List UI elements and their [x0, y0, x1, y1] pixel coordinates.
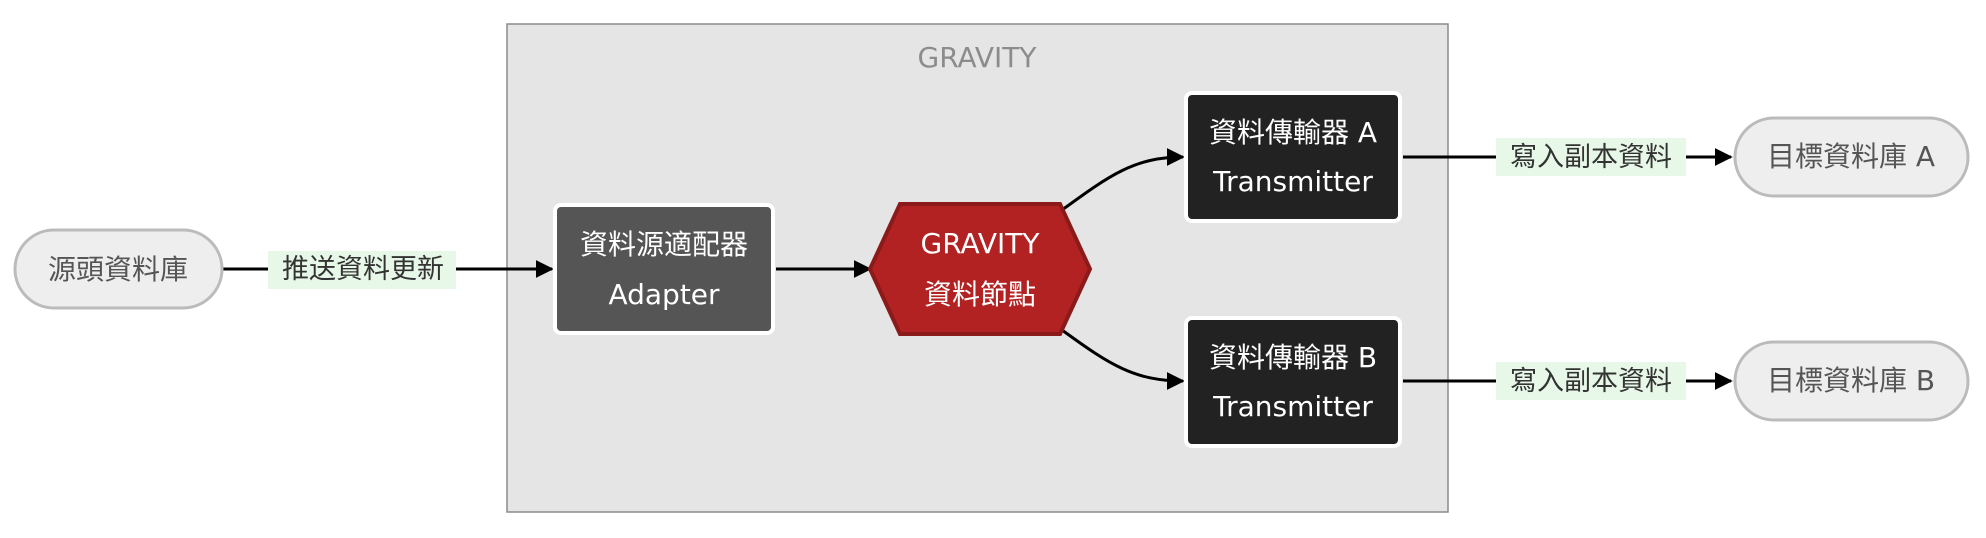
transmitter-a-label-line2: Transmitter	[1212, 165, 1373, 198]
gravity-node-label-line1: GRAVITY	[921, 227, 1041, 260]
gravity-node-shape	[867, 202, 1093, 336]
source-database-shape	[13, 228, 224, 310]
gravity-node-label-line2: 資料節點	[924, 278, 1036, 311]
edge-gravity-to-transmitter-b	[1061, 328, 1185, 390]
target-database-a-shape	[1733, 116, 1970, 198]
node-transmitter-a[interactable]: 資料傳輸器 A Transmitter	[1184, 91, 1402, 223]
node-target-database-a[interactable]: 目標資料庫 A	[1733, 116, 1970, 198]
node-target-database-b[interactable]: 目標資料庫 B	[1733, 340, 1970, 422]
node-gravity[interactable]: GRAVITY 資料節點	[867, 202, 1093, 336]
transmitter-b-shape	[1184, 316, 1402, 448]
transmitter-a-shape	[1184, 91, 1402, 223]
edge-label-write-replica-b: 寫入副本資料	[1510, 366, 1672, 397]
target-database-b-label: 目標資料庫 B	[1767, 364, 1935, 397]
target-database-b-shape	[1733, 340, 1970, 422]
adapter-shape	[553, 203, 775, 335]
target-database-a-label: 目標資料庫 A	[1767, 140, 1935, 173]
node-source-database[interactable]: 源頭資料庫	[13, 228, 224, 310]
node-adapter[interactable]: 資料源適配器 Adapter	[553, 203, 775, 335]
source-database-label: 源頭資料庫	[48, 253, 188, 286]
adapter-label-line2: Adapter	[608, 278, 720, 311]
gravity-cluster-title: GRAVITY	[918, 41, 1038, 74]
edge-label-bg-write-replica-a	[1496, 138, 1686, 176]
edge-label-write-replica-a: 寫入副本資料	[1510, 142, 1672, 173]
edges: 推送資料更新 寫入副本資料 寫入副本資料	[222, 138, 1733, 400]
edge-label-push-updates: 推送資料更新	[282, 254, 444, 285]
edge-label-bg-write-replica-b	[1496, 362, 1686, 400]
edge-gravity-to-transmitter-a	[1061, 148, 1185, 212]
adapter-label-line1: 資料源適配器	[580, 228, 748, 261]
transmitter-b-label-line1: 資料傳輸器 B	[1209, 341, 1377, 374]
node-transmitter-b[interactable]: 資料傳輸器 B Transmitter	[1184, 316, 1402, 448]
transmitter-a-label-line1: 資料傳輸器 A	[1209, 116, 1377, 149]
transmitter-b-label-line2: Transmitter	[1212, 390, 1373, 423]
edge-label-bg-push-updates	[268, 251, 456, 289]
